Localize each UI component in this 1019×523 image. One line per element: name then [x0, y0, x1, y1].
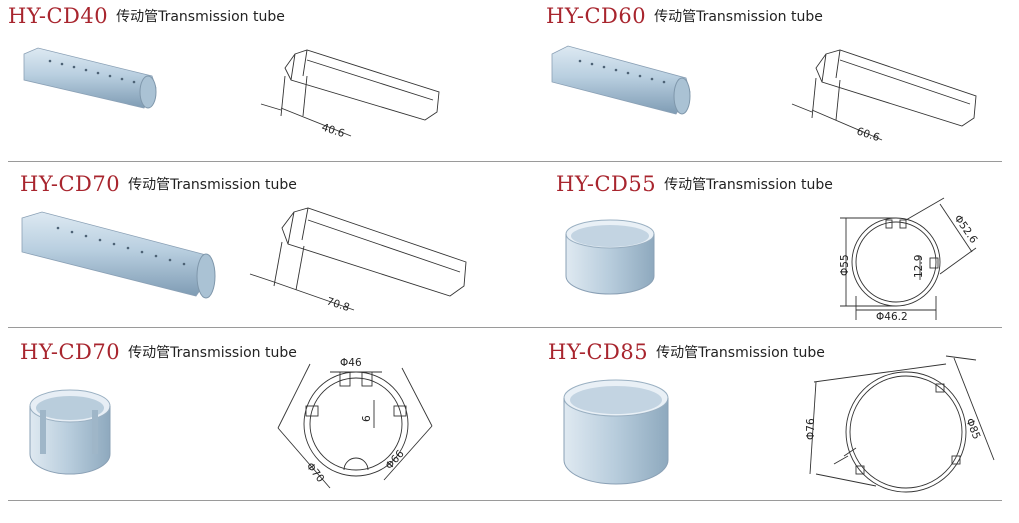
- product-description: 传动管Transmission tube: [654, 9, 823, 25]
- cross-section-drawing: Φ76 Φ85: [805, 355, 995, 493]
- product-code: HY-CD70: [20, 340, 121, 364]
- tube-photo: [23, 47, 157, 109]
- dimension-label: Φ46.2: [876, 311, 908, 323]
- product-description: 传动管Transmission tube: [116, 9, 285, 25]
- tube-photo: [551, 45, 691, 115]
- dimension-label: 60.6: [855, 125, 881, 144]
- ring-photo: [563, 379, 669, 485]
- tube-drawing: 60.6: [791, 49, 977, 144]
- product-code: HY-CD85: [548, 340, 649, 364]
- dimension-label: 6: [361, 415, 373, 422]
- ring-photo: [565, 219, 655, 295]
- ring-photo: [29, 389, 111, 475]
- product-code: HY-CD40: [8, 4, 109, 28]
- dimension-label: Φ55: [839, 254, 851, 276]
- cross-section-drawing: Φ46 6 Φ70 Φ66: [277, 357, 433, 489]
- product-header: HY-CD55 传动管Transmission tube: [556, 172, 833, 196]
- dimension-label: Φ66: [383, 448, 407, 472]
- product-header: HY-CD85 传动管Transmission tube: [548, 340, 825, 364]
- row-divider-3: [8, 500, 1002, 501]
- dimension-label: Φ52.6: [952, 213, 980, 246]
- tube-photo: [21, 211, 216, 299]
- dimension-label: 12.9: [913, 255, 925, 278]
- product-description: 传动管Transmission tube: [664, 177, 833, 193]
- product-header: HY-CD70 传动管Transmission tube: [20, 172, 297, 196]
- product-code: HY-CD60: [546, 4, 647, 28]
- dimension-label: Φ46: [340, 357, 362, 369]
- tube-drawing: 40.6: [260, 49, 440, 140]
- product-header: HY-CD60 传动管Transmission tube: [546, 4, 823, 28]
- product-description: 传动管Transmission tube: [656, 345, 825, 361]
- dimension-label: 70.8: [325, 295, 351, 314]
- product-header: HY-CD40 传动管Transmission tube: [8, 4, 285, 28]
- product-description: 传动管Transmission tube: [128, 177, 297, 193]
- cross-section-drawing: Φ52.6 Φ55 12.9 Φ46.2: [839, 197, 980, 323]
- product-description: 传动管Transmission tube: [128, 345, 297, 361]
- row-divider-2: [8, 327, 1002, 328]
- tube-drawing: 70.8: [249, 207, 467, 314]
- dimension-label: 40.6: [320, 121, 346, 140]
- row-divider-1: [8, 161, 1002, 162]
- product-code: HY-CD70: [20, 172, 121, 196]
- product-header: HY-CD70 传动管Transmission tube: [20, 340, 297, 364]
- product-code: HY-CD55: [556, 172, 657, 196]
- dimension-label: Φ76: [805, 418, 817, 440]
